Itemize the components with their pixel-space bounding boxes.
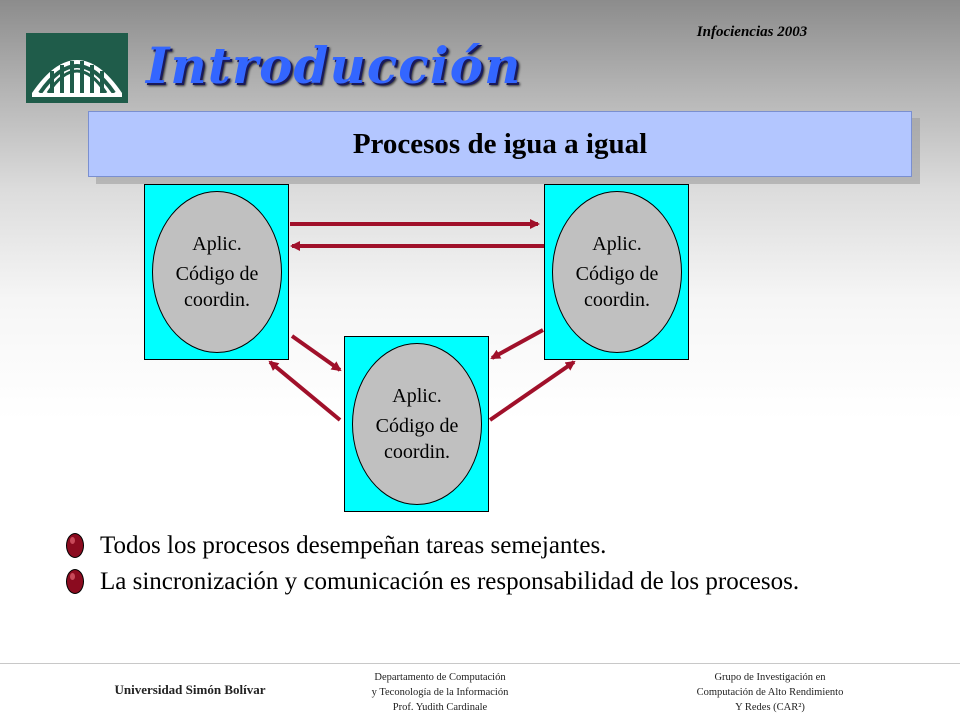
arrow-bottom-to-left <box>268 360 342 422</box>
process-oval: Aplic. Código de coordin. <box>352 343 482 505</box>
banner-text: Procesos de igua a igual <box>352 127 648 160</box>
process-app-label: Aplic. <box>392 385 442 407</box>
process-code-label: Código de <box>375 415 459 437</box>
footer-dept-line: Prof. Yudith Cardinale <box>392 702 488 713</box>
round-bullet-icon <box>66 569 84 594</box>
process-coord-label: coordin. <box>383 441 451 463</box>
footer-research-group: Grupo de Investigación en Computación de… <box>650 670 890 715</box>
arrow-right-to-bottom <box>490 328 544 360</box>
footer-department: Departamento de Computación y Teconologí… <box>320 670 560 715</box>
footer-group-line: Y Redes (CAR²) <box>735 702 805 713</box>
page-title: Introducción <box>146 36 522 95</box>
process-oval: Aplic. Código de coordin. <box>552 191 682 353</box>
arrow-left-to-bottom <box>290 334 342 372</box>
process-box-left: Aplic. Código de coordin. <box>144 184 289 360</box>
university-logo <box>26 33 128 103</box>
bullet-item: Todos los procesos desempeñan tareas sem… <box>62 528 942 564</box>
bullet-list: Todos los procesos desempeñan tareas sem… <box>62 528 942 600</box>
process-box-right: Aplic. Código de coordin. <box>544 184 689 360</box>
footer-divider <box>0 663 960 664</box>
footer-dept-line: y Teconología de la Información <box>371 687 509 698</box>
process-coord-label: coordin. <box>583 289 651 311</box>
bullet-text: La sincronización y comunicación es resp… <box>100 568 800 595</box>
footer-university: Universidad Simón Bolívar <box>114 682 266 697</box>
bullet-item: La sincronización y comunicación es resp… <box>62 564 942 600</box>
bullet-text: Todos los procesos desempeñan tareas sem… <box>100 532 607 559</box>
university-building-logo-icon <box>32 60 122 97</box>
section-banner: Procesos de igua a igual <box>88 111 912 177</box>
footer-group-line: Grupo de Investigación en <box>714 672 826 683</box>
process-app-label: Aplic. <box>192 233 242 255</box>
arrow-bottom-to-right <box>488 360 576 422</box>
event-label: Infociencias 2003 <box>696 24 808 40</box>
process-box-bottom: Aplic. Código de coordin. <box>344 336 489 512</box>
process-app-label: Aplic. <box>592 233 642 255</box>
process-coord-label: coordin. <box>183 289 251 311</box>
process-code-label: Código de <box>175 263 259 285</box>
footer-dept-line: Departamento de Computación <box>374 672 506 683</box>
process-oval: Aplic. Código de coordin. <box>152 191 282 353</box>
process-code-label: Código de <box>575 263 659 285</box>
footer-group-line: Computación de Alto Rendimiento <box>696 687 844 698</box>
round-bullet-icon <box>66 533 84 558</box>
